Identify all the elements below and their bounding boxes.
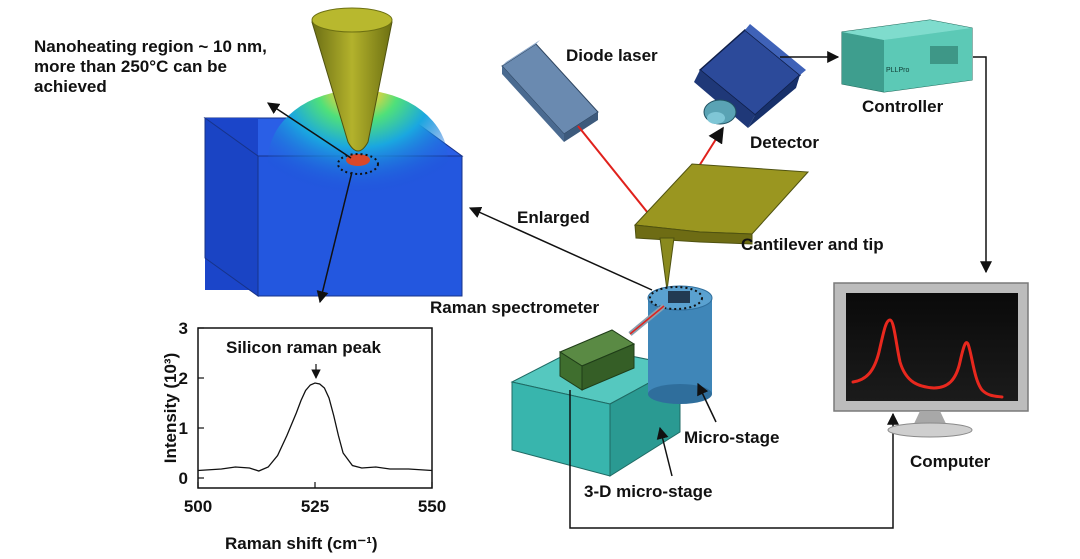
plot-ylabel: Intensity (10³) [161,352,180,464]
three-d-stage-pointer [656,426,673,477]
nanoheating-label-line3: achieved [34,77,107,96]
hot-spot-marker [337,153,379,175]
nanoheating-label-line2: more than 250°C can be [34,57,227,76]
y-tick-label: 2 [179,369,188,388]
enlarged-arrow [468,206,653,291]
controller-to-computer-line [973,56,992,274]
micro-stage-pointer [697,382,717,423]
down-to-plot-arrow [316,171,353,304]
computer-screen [846,293,1018,401]
raman-series-line [197,382,433,472]
y-tick-label: 3 [179,319,188,338]
raman-spectrometer-label: Raman spectrometer [430,298,600,317]
nanoheating-block [203,90,464,297]
probe-tip-large [311,7,393,152]
cantilever-label: Cantilever and tip [741,235,884,254]
computer-monitor [833,282,1029,438]
cantilever [633,163,810,291]
micro-stage-marker [649,286,703,310]
raman-spectrometer [558,304,666,391]
plot-ticks: 500 525 550 0 1 2 3 [179,319,447,516]
x-tick-label: 500 [184,497,212,516]
micro-stage [647,285,713,404]
x-tick-label: 525 [301,497,329,516]
controller: PLLPro [841,19,973,93]
three-d-micro-stage-label: 3-D micro-stage [584,482,713,501]
computer-label: Computer [910,452,991,471]
hot-spot [346,154,370,166]
x-tick-label: 550 [418,497,446,516]
laser-beam-incident [577,125,661,229]
three-d-micro-stage [510,345,682,477]
detector [694,24,806,128]
raman-plot: 500 525 550 0 1 2 3 [179,319,447,516]
y-tick-label: 1 [179,419,188,438]
plot-annotation: Silicon raman peak [226,338,381,357]
y-tick-label: 0 [179,469,188,488]
plot-xlabel: Raman shift (cm⁻¹) [225,534,378,553]
micro-stage-label: Micro-stage [684,428,780,447]
nanoheating-label: Nanoheating region ~ 10 nm, more than 25… [34,37,334,97]
controller-brand: PLLPro [886,67,909,74]
controller-label: Controller [862,97,944,116]
nanoheating-arrow [266,102,352,159]
diode-laser [501,40,599,142]
screen-spectrum-trace [851,318,1004,399]
nanoheating-label-line1: Nanoheating region ~ 10 nm, [34,37,267,56]
detector-label: Detector [750,133,819,152]
enlarged-label: Enlarged [517,208,590,227]
spectrometer-to-computer-line [569,390,899,529]
diode-laser-label: Diode laser [566,46,658,65]
